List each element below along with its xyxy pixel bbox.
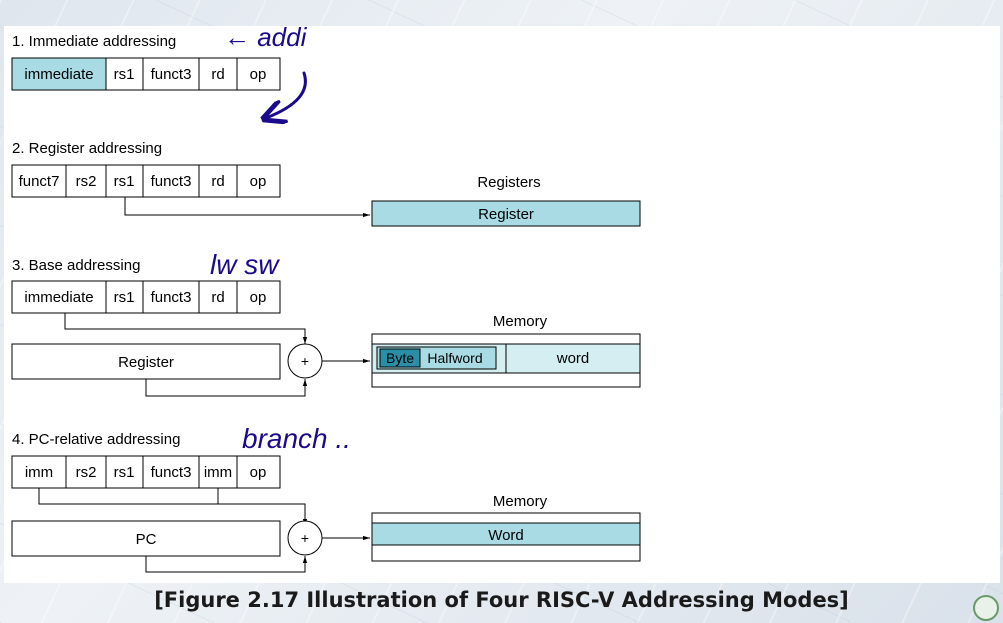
mode-3-field-box xyxy=(236,280,281,314)
mode-3-memory-heading: Memory xyxy=(493,313,548,330)
mode-2-field-box xyxy=(236,164,281,198)
mode-3-register-label: Register xyxy=(118,354,174,371)
mode-4-pc-box xyxy=(11,520,281,557)
figure-caption: [Figure 2.17 Illustration of Four RISC-V… xyxy=(154,588,849,612)
mode-3-field-box xyxy=(142,280,200,314)
mode-4-field: imm xyxy=(25,464,53,481)
mode-1-field-rs1-box xyxy=(105,57,144,91)
mode-2-instruction: funct7 rs2 rs1 funct3 rd op xyxy=(11,164,281,198)
mode-2-field-box xyxy=(105,164,144,198)
mode-4-field: rs2 xyxy=(76,464,97,481)
mode-2-field: rd xyxy=(211,173,224,190)
mode-4-field-box xyxy=(11,455,67,489)
mode-2-field-box xyxy=(198,164,238,198)
mode-3-field: rd xyxy=(211,289,224,306)
mode-3-instruction: immediate rs1 funct3 rd op xyxy=(11,280,281,314)
handwritten-addi: ← addi xyxy=(224,26,308,52)
mode-3-title: 3. Base addressing xyxy=(12,257,140,274)
mode-4-field: op xyxy=(250,464,267,481)
mode-4-field-box xyxy=(236,455,281,489)
mode-3-field: op xyxy=(250,289,267,306)
mode-2-field: funct3 xyxy=(151,173,192,190)
mode-1-field: rd xyxy=(211,66,224,83)
mode-2-register-box xyxy=(371,200,641,227)
mode-3-field-box xyxy=(11,280,107,314)
mode-1-field: immediate xyxy=(24,66,93,83)
mode-1-field-funct3-box xyxy=(142,57,200,91)
mode-1-field-op-box xyxy=(236,57,281,91)
mode-3-word-label: word xyxy=(556,350,590,367)
mode-2-register-label: Register xyxy=(478,206,534,223)
mode-3-adder-symbol: + xyxy=(301,353,309,369)
mode-4-field: funct3 xyxy=(151,464,192,481)
mode-2-rs1-arrow xyxy=(124,197,370,218)
mode-4-memory-heading: Memory xyxy=(493,493,548,510)
handwritten-annotations xyxy=(266,71,307,118)
mode-3-field: immediate xyxy=(24,289,93,306)
mode-3-byte-label: Byte xyxy=(386,350,414,366)
handwritten-lw-sw: lw sw xyxy=(210,249,280,280)
mode-4-word-box xyxy=(371,522,641,546)
mode-4-adder-symbol: + xyxy=(301,530,309,546)
mode-2-field: funct7 xyxy=(19,173,60,190)
mode-3-register-arrow xyxy=(145,379,308,397)
mode-4-field-box xyxy=(105,455,144,489)
mode-1-instruction: immediate rs1 funct3 rd op xyxy=(11,57,281,91)
addressing-modes-diagram: 1. Immediate addressing immediate rs1 fu… xyxy=(11,26,641,573)
mode-2-field-box xyxy=(142,164,200,198)
mode-4-word-label: Word xyxy=(488,527,524,544)
mode-3-field-box xyxy=(198,280,238,314)
mode-1-field-immediate-box xyxy=(11,57,107,91)
mode-2-field: rs2 xyxy=(76,173,97,190)
handwritten-curved-arrow xyxy=(266,71,307,118)
mode-3-field-box xyxy=(105,280,144,314)
mode-2-field: rs1 xyxy=(114,173,135,190)
handwritten-branch: branch .. xyxy=(242,423,351,454)
mode-1-field: funct3 xyxy=(151,66,192,83)
mode-3-byte-box xyxy=(379,348,421,368)
mode-1-field: op xyxy=(250,66,267,83)
mode-4-title: 4. PC-relative addressing xyxy=(12,431,180,448)
mode-3-immediate-arrow xyxy=(64,313,308,344)
mode-2-field-box xyxy=(11,164,67,198)
mode-1-field-rd-box xyxy=(198,57,238,91)
mode-3-register-box xyxy=(11,343,281,380)
mode-4-instruction: imm rs2 rs1 funct3 imm op xyxy=(11,455,281,489)
mode-4-field: imm xyxy=(204,464,232,481)
mode-2-title: 2. Register addressing xyxy=(12,140,162,157)
mode-4-field-box xyxy=(142,455,200,489)
mode-2-field: op xyxy=(250,173,267,190)
mode-2-registers-heading: Registers xyxy=(477,174,540,191)
mode-4-imm-arrow xyxy=(38,488,308,526)
mode-3-field: funct3 xyxy=(151,289,192,306)
mode-4-pc-label: PC xyxy=(136,531,157,548)
diagram-panel: 1. Immediate addressing immediate rs1 fu… xyxy=(4,26,1000,583)
mode-4-pc-arrow xyxy=(145,556,308,573)
mode-4-field-box xyxy=(198,455,238,489)
mode-1-field: rs1 xyxy=(114,66,135,83)
university-logo-icon xyxy=(973,595,999,621)
mode-3-field: rs1 xyxy=(114,289,135,306)
mode-4-field: rs1 xyxy=(114,464,135,481)
mode-3-halfword-label: Halfword xyxy=(427,350,482,366)
mode-1-title: 1. Immediate addressing xyxy=(12,33,176,50)
